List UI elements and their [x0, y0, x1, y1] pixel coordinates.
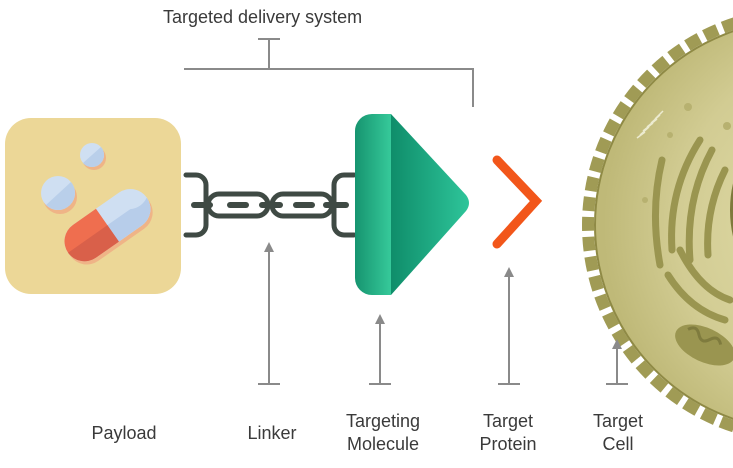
label-linker: Linker — [247, 423, 297, 443]
label-target-cell: Target Cell — [592, 411, 644, 454]
diagram-title: Targeted delivery system — [163, 7, 363, 27]
target-cell-icon — [582, 17, 733, 433]
label-payload: Payload — [91, 423, 157, 443]
label-targeting-molecule: Targeting Molecule — [345, 411, 421, 454]
pointer-arrows — [258, 242, 628, 385]
delivery-system-bracket — [184, 38, 474, 107]
targeting-molecule-shape — [355, 114, 469, 295]
payload-icon — [5, 118, 181, 294]
linker-arrow — [258, 242, 280, 385]
target-protein-icon — [492, 155, 590, 249]
label-target-protein: Target Protein — [479, 411, 537, 454]
cell-arrow — [606, 339, 628, 385]
protein-arrow — [498, 267, 520, 385]
molecule-arrow — [369, 314, 391, 385]
linker-chain-icon — [183, 172, 357, 238]
